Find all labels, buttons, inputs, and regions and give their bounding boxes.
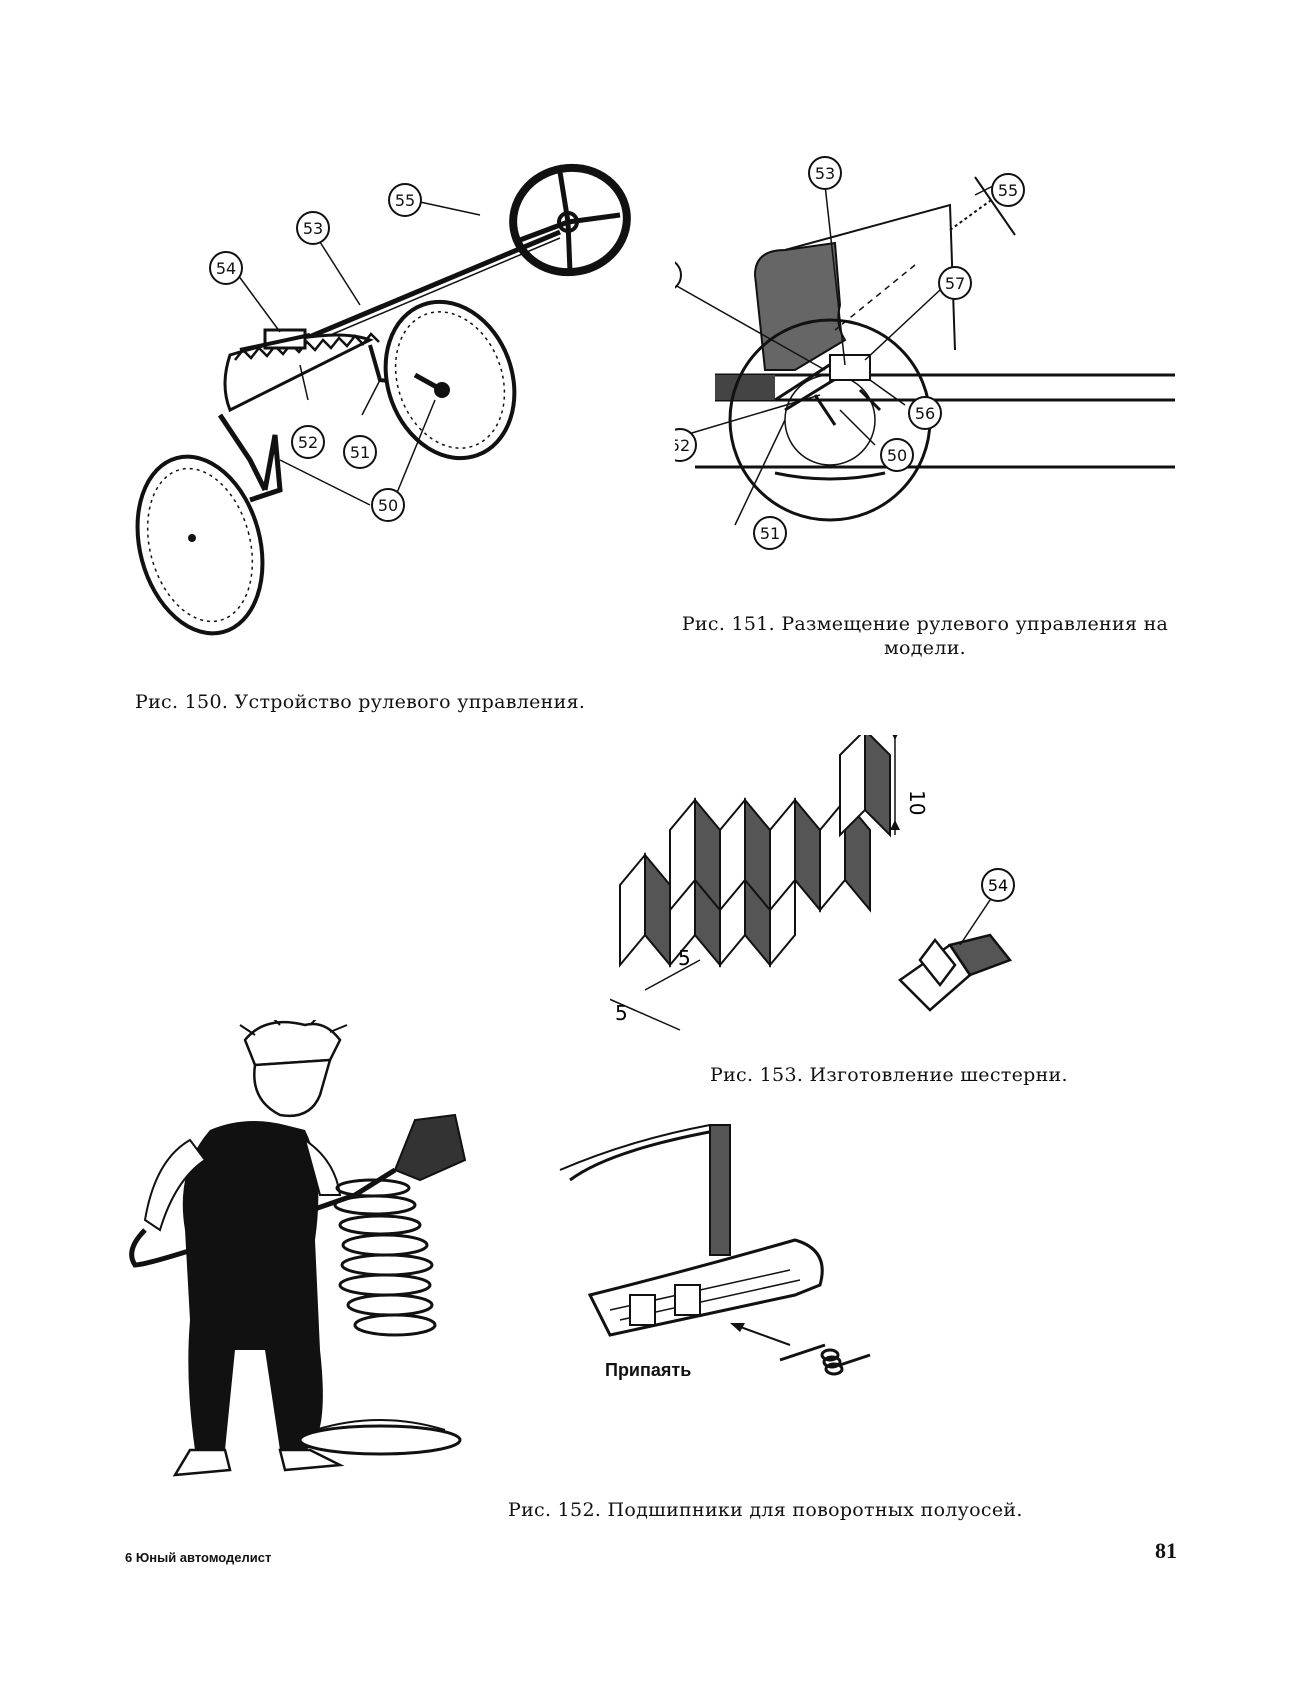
body-section-drawing [753, 241, 847, 371]
callout-54: 54 [216, 259, 236, 278]
callout-53: 53 [815, 164, 835, 183]
boy-with-spring-illustration [129, 1020, 467, 1477]
figure-153-caption: Рис. 153. Изготовление шестерни. [710, 1064, 1068, 1086]
dimension-5-middle: 5 [678, 946, 691, 970]
page-number: 81 [1155, 1538, 1177, 1563]
figure-153-gear-fabrication: 10 5 5 54 [610, 735, 1015, 1031]
callout-52: 52 [675, 436, 690, 455]
callout-50: 50 [378, 496, 398, 515]
callout-55: 55 [998, 181, 1018, 200]
callout-53: 53 [303, 219, 323, 238]
figure-150-steering-assembly: 55 53 54 52 51 50 [135, 163, 631, 636]
callout-51: 51 [350, 443, 370, 462]
left-wheel-drawing [135, 454, 265, 636]
gear-part-drawing [898, 933, 1013, 1012]
callout-57: 57 [945, 274, 965, 293]
callout-50: 50 [887, 446, 907, 465]
folded-strip-drawing [619, 735, 891, 968]
figure-151-steering-placement: 53 55 54 57 56 52 50 51 [675, 156, 1175, 550]
callout-56: 56 [915, 404, 935, 423]
right-wheel-drawing [383, 299, 517, 461]
figure-150-caption: Рис. 150. Устройство рулевого управления… [135, 691, 586, 713]
figure-151-caption-line1: Рис. 151. Размещение рулевого управления… [681, 613, 1169, 635]
solder-label: Припаять [605, 1360, 692, 1380]
dimension-5-bottom: 5 [615, 1001, 628, 1025]
callout-55: 55 [395, 191, 415, 210]
overalls-drawing [182, 1121, 323, 1450]
callout-52: 52 [298, 433, 318, 452]
figure-151-caption-line2: модели. [883, 637, 967, 659]
figure-151-caption: Рис. 151. Размещение рулевого управления… [670, 612, 1180, 660]
steering-wheel-drawing [509, 163, 631, 277]
callout-51: 51 [760, 524, 780, 543]
footer-signature: 6 Юный автомоделист [125, 1550, 272, 1565]
dimension-10: 10 [905, 790, 929, 815]
figure-152-caption: Рис. 152. Подшипники для поворотных полу… [508, 1499, 1023, 1521]
callout-54: 54 [988, 876, 1008, 895]
figure-152-bearings [559, 1124, 871, 1376]
